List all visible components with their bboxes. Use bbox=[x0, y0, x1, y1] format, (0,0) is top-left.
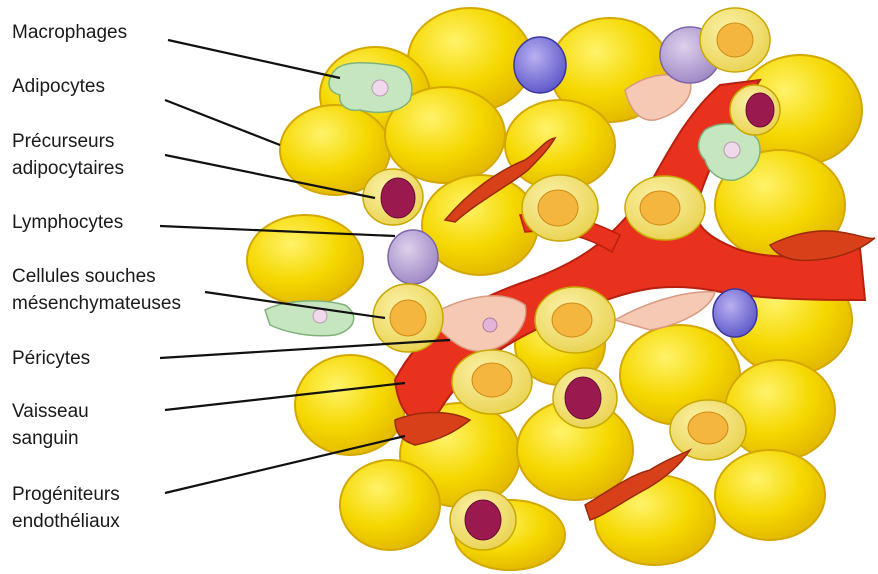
lymphocyte bbox=[388, 230, 438, 284]
precursor-nucleus bbox=[746, 93, 774, 127]
label-precurseurs-line2: adipocytaires bbox=[12, 156, 124, 182]
precursor-nucleus bbox=[465, 500, 501, 540]
label-vaisseau-line2: sanguin bbox=[12, 426, 79, 452]
stem-cell-nucleus bbox=[688, 412, 728, 444]
leader-line-adipocytes bbox=[165, 100, 280, 145]
label-vaisseau-line1: Vaisseau bbox=[12, 399, 89, 425]
stem-cell-nucleus bbox=[538, 190, 578, 226]
adipocyte bbox=[247, 215, 363, 305]
leader-line-macrophages bbox=[168, 40, 340, 78]
lymphocyte bbox=[514, 37, 566, 93]
label-precurseurs-line1: Précurseurs bbox=[12, 129, 114, 155]
precursor-nucleus bbox=[381, 178, 415, 218]
adipocyte bbox=[715, 450, 825, 540]
label-adipocytes: Adipocytes bbox=[12, 74, 105, 100]
stem-cell-nucleus bbox=[390, 300, 426, 336]
lymphocyte bbox=[713, 289, 757, 337]
label-lymphocytes: Lymphocytes bbox=[12, 210, 123, 236]
label-cellules-line1: Cellules souches bbox=[12, 264, 156, 290]
stem-cell-nucleus bbox=[640, 191, 680, 225]
label-progeniteurs-line2: endothéliaux bbox=[12, 509, 120, 535]
pericyte-nucleus bbox=[483, 318, 497, 332]
label-pericytes: Péricytes bbox=[12, 346, 90, 372]
macrophage-nucleus bbox=[372, 80, 388, 96]
pericyte bbox=[615, 292, 715, 330]
precursor-nucleus bbox=[565, 377, 601, 419]
adipocyte bbox=[340, 460, 440, 550]
stem-cell-nucleus bbox=[717, 23, 753, 57]
label-macrophages: Macrophages bbox=[12, 20, 127, 46]
label-cellules-line2: mésenchymateuses bbox=[12, 291, 181, 317]
stem-cell-nucleus bbox=[552, 303, 592, 337]
label-progeniteurs-line1: Progéniteurs bbox=[12, 482, 120, 508]
macrophage-nucleus bbox=[313, 309, 327, 323]
macrophage-nucleus bbox=[724, 142, 740, 158]
stem-cell-nucleus bbox=[472, 363, 512, 397]
